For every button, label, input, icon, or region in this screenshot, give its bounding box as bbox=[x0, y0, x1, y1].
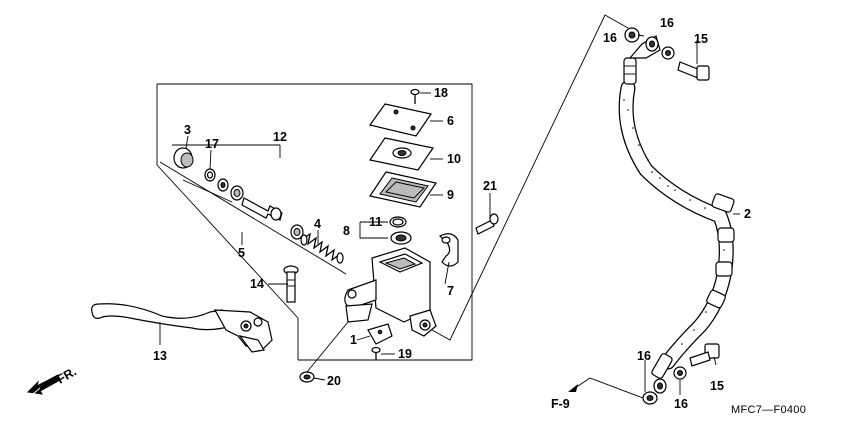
spring bbox=[300, 232, 344, 264]
diagram-code: MFC7—F0400 bbox=[731, 404, 806, 416]
callout-16-top-left: 16 bbox=[603, 31, 617, 45]
callout-4: 4 bbox=[314, 217, 321, 231]
callout-17: 17 bbox=[205, 137, 219, 151]
assembly-frame bbox=[156, 83, 473, 361]
callout-1: 1 bbox=[350, 333, 357, 347]
brake-hose bbox=[618, 35, 735, 394]
bolt-21 bbox=[475, 213, 499, 235]
direction-label: FR. bbox=[55, 364, 79, 386]
callout-10: 10 bbox=[447, 152, 461, 166]
callout-labels: 1 2 3 4 5 6 7 8 9 10 11 12 13 14 15 15 1… bbox=[153, 16, 751, 411]
callout-20: 20 bbox=[327, 374, 341, 388]
callout-16-bottom-right: 16 bbox=[674, 397, 688, 411]
callout-2: 2 bbox=[744, 207, 751, 221]
callout-3: 3 bbox=[184, 123, 191, 137]
callout-15-top: 15 bbox=[694, 32, 708, 46]
callout-8: 8 bbox=[343, 224, 350, 238]
front-direction-arrow-icon bbox=[26, 374, 61, 395]
callout-18: 18 bbox=[434, 86, 448, 100]
callout-12: 12 bbox=[273, 130, 287, 144]
callout-13: 13 bbox=[153, 349, 167, 363]
callout-16-bottom-left: 16 bbox=[637, 349, 651, 363]
callout-21: 21 bbox=[483, 179, 497, 193]
callout-19: 19 bbox=[398, 347, 412, 361]
callout-7: 7 bbox=[447, 284, 454, 298]
callout-14: 14 bbox=[250, 277, 264, 291]
reservoir-cap-stack bbox=[368, 88, 437, 208]
sight-glass-ring bbox=[359, 216, 412, 245]
callout-16-top-right: 16 bbox=[660, 16, 674, 30]
pivot-bolt bbox=[283, 265, 299, 303]
callout-9: 9 bbox=[447, 188, 454, 202]
leader-lines bbox=[159, 14, 740, 399]
master-cylinder-body bbox=[299, 233, 459, 383]
callout-11: 11 bbox=[369, 215, 382, 229]
callout-15-bottom: 15 bbox=[710, 379, 724, 393]
piston-kit bbox=[159, 144, 347, 275]
callout-5: 5 bbox=[238, 246, 245, 260]
brake-lever bbox=[91, 303, 273, 353]
reference-label: F-9 bbox=[551, 397, 570, 411]
reference-arrow bbox=[568, 384, 578, 392]
callout-6: 6 bbox=[447, 114, 454, 128]
